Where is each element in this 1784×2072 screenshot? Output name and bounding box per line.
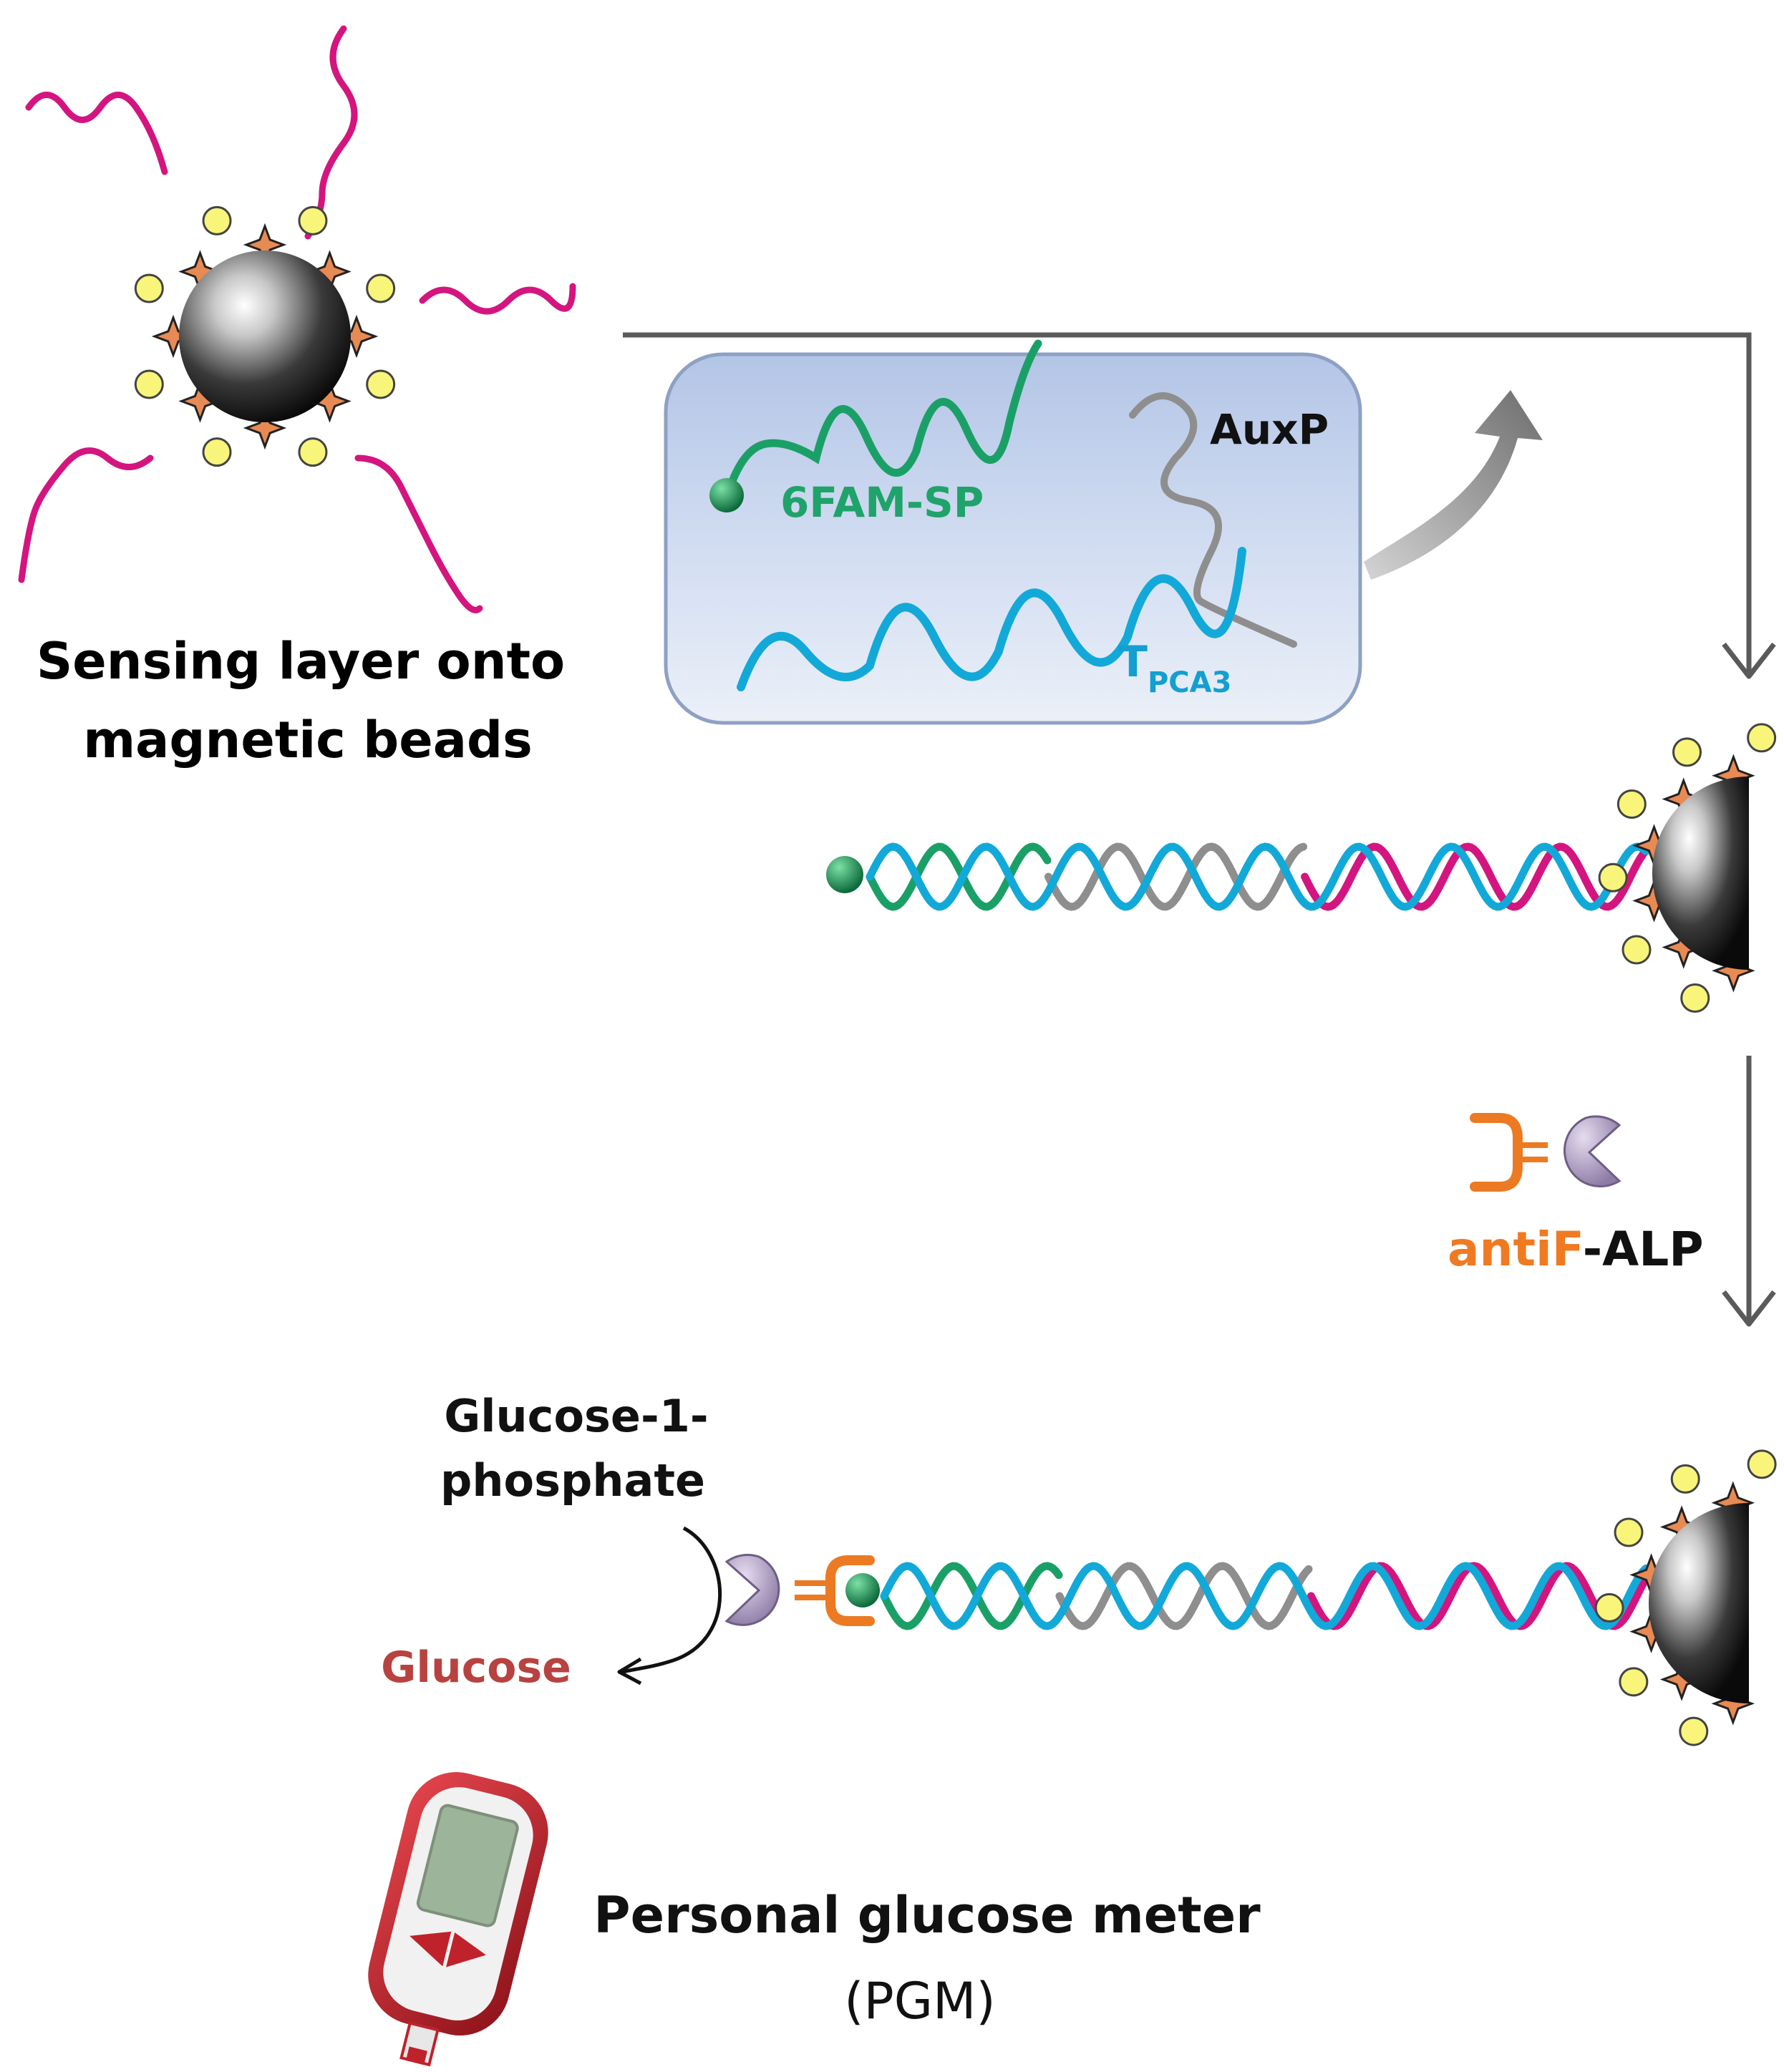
reagent-panel: 6FAM-SP AuxP TPCA3 [664,339,1362,725]
blocker-dot [298,205,328,235]
magenta-probe-strands [18,25,576,613]
helix-strand-segment [1055,1562,1313,1630]
magnetic-bead-mid [1652,777,1749,970]
helix-strand-segment [880,1562,1063,1630]
blocker-dot [1670,1464,1700,1494]
flow-arrow-top [623,332,1752,673]
bound-antibody-icon [825,1555,875,1626]
blocker-dot [1747,723,1777,753]
sensing-label-line1: Sensing layer onto [37,632,565,691]
blocker-dot [366,273,396,303]
bead-blocker-dots-bottom [1594,1449,1777,1746]
blocker-dot [1619,1667,1649,1697]
helix-strand-segment [1307,1562,1650,1630]
bead-blocker-dots-mid [1598,723,1777,1013]
antif-label: antiF [1448,1222,1583,1277]
blocker-dot [1598,862,1628,892]
blocker-dot [134,273,164,303]
release-arrow [1364,390,1543,580]
blocker-dot [1680,983,1710,1013]
duplex-middle [826,723,1777,1013]
fam-sp-strand [726,339,1042,491]
bound-enzyme-icon [724,1553,780,1626]
blocker-dot [366,369,396,399]
blocker-dot [1679,1716,1709,1746]
linker-star [243,406,287,450]
arrow-head-top [1722,642,1776,679]
blocker-dot [1616,789,1647,819]
pgm-label-line2: (PGM) [844,1972,995,2030]
blocker-dot [134,369,164,399]
g1p-label-line1: Glucose-1- [444,1390,708,1442]
helix-strand-segment [1044,842,1307,911]
bead-blocker-dots [134,205,396,467]
magnetic-bead [179,251,351,422]
fam-label-icon-mid [826,856,863,893]
fam-sp-label: 6FAM-SP [780,478,984,527]
blocker-dot [1672,737,1702,767]
pgm-label-line1: Personal glucose meter [593,1886,1261,1945]
sensing-bead-group [18,25,576,613]
antif-alp-label: antiF-ALP [1448,1222,1704,1277]
arrow-head-middle [1722,1290,1776,1327]
blocker-dot [298,437,328,467]
target-strand [737,547,1246,691]
blocker-dot [1621,935,1652,965]
g1p-label-line2: phosphate [440,1454,705,1507]
blocker-dot [1614,1517,1644,1547]
bead-linker-stars-mid [1632,754,1755,993]
bound-linker-icon [795,1580,829,1600]
reaction-arrow [622,1526,722,1674]
auxp-label: AuxP [1210,405,1329,454]
target-label-subscript: PCA3 [1148,666,1231,699]
alp-label: -ALP [1583,1222,1704,1277]
antif-alp-conjugate-icon [1470,1113,1621,1192]
fam-label-icon-bottom [845,1573,880,1607]
reaction-arrow-head [617,1657,642,1686]
magnetic-bead-bottom [1649,1503,1749,1703]
glucose-label: Glucose [381,1643,571,1693]
auxp-strand [1129,392,1297,648]
blocker-dot [202,437,232,467]
helix-strand-segment [866,842,1052,911]
blocker-dot [202,205,232,235]
helix-strand-segment [1301,842,1650,911]
fam-label-icon [709,478,744,512]
glucose-meter-icon [368,1772,548,2067]
duplex-bottom [724,1449,1777,1746]
helix-target-strand [866,842,1650,911]
helix-target-strand [880,1562,1650,1630]
sensing-label-line2: magnetic beads [83,711,533,769]
blocker-dot [1594,1592,1624,1623]
target-label: TPCA3 [1118,637,1231,699]
blocker-dot [1747,1449,1777,1479]
